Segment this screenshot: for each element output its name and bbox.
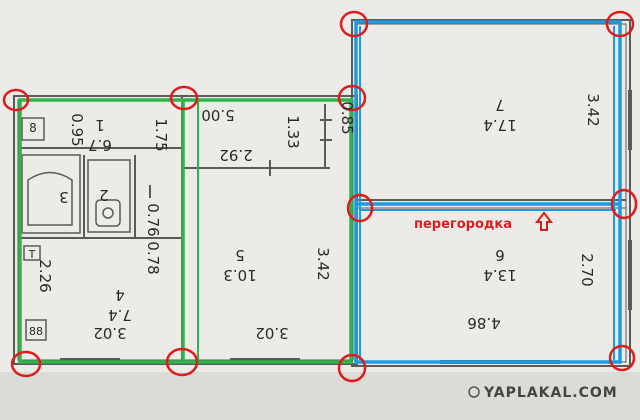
red-markers — [2, 10, 638, 383]
dim-3-02-left: 3.02 — [93, 324, 126, 342]
partition-label: перегородка — [414, 217, 512, 232]
dim-2-70: 2.70 — [578, 253, 596, 286]
room-labels: 1 6.7 2 3 4 7.4 5 10.3 6 13.4 7 17.4 — [59, 96, 516, 324]
room-4-area: 7.4 — [108, 306, 132, 324]
marker-bottom-left — [10, 350, 42, 378]
marker-bottom-mid — [165, 347, 199, 377]
room-5-area: 10.3 — [223, 266, 256, 284]
dim-0-78: 0.78 — [144, 241, 162, 274]
watermark-text: YAPLAKAL.COM — [483, 385, 618, 401]
green-outline — [18, 98, 353, 364]
watermark: YAPLAKAL.COM — [468, 385, 618, 401]
dim-0-95: 0.95 — [68, 113, 86, 146]
marker-bottom-green-right — [337, 353, 367, 383]
up-arrow-icon — [534, 211, 554, 231]
dim-3-02-middle: 3.02 — [255, 324, 288, 342]
dim-1-33: 1.33 — [284, 115, 302, 148]
watermark-logo-icon — [468, 386, 480, 398]
dimension-labels: 0.95 1.75 5.00 1.33 0.85 2.92 0.76 0.78 … — [28, 93, 602, 342]
small-label-t: T — [28, 248, 36, 261]
marker-top-left — [2, 88, 30, 112]
dim-1-75: 1.75 — [152, 118, 170, 151]
dim-3-42-middle: 3.42 — [314, 247, 332, 280]
room-6-area: 13.4 — [483, 266, 516, 284]
marker-top-mid — [169, 85, 199, 111]
marker-mid-left — [346, 193, 374, 223]
room-1-area: 6.7 — [88, 136, 112, 154]
room-1-number: 1 — [95, 116, 105, 134]
room-7-number: 7 — [495, 96, 505, 114]
dim-0-85: 0.85 — [338, 101, 356, 134]
room-6-number: 6 — [495, 246, 505, 264]
dim-3-42-top: 3.42 — [584, 93, 602, 126]
watermark-band — [0, 372, 640, 420]
small-label-88: 88 — [29, 325, 43, 338]
marker-top-blue-right — [605, 10, 635, 38]
room-7-area: 17.4 — [483, 116, 516, 134]
dim-0-76: 0.76 — [144, 203, 162, 236]
dim-2-26: 2.26 — [36, 259, 54, 292]
marker-top-green-right — [337, 84, 367, 112]
room-4-number: 4 — [115, 286, 125, 304]
fixtures — [21, 117, 121, 341]
room-2-number: 2 — [99, 186, 109, 204]
dim-4-86: 4.86 — [467, 314, 500, 332]
marker-top-blue-left — [339, 10, 369, 38]
small-label-8: 8 — [29, 121, 37, 135]
room-5-number: 5 — [235, 246, 245, 264]
dim-2-92: 2.92 — [219, 146, 252, 164]
marker-bottom-blue-right — [608, 344, 636, 372]
marker-mid-right — [610, 188, 638, 220]
dim-5-00: 5.00 — [201, 106, 234, 124]
room-3-number: 3 — [59, 188, 69, 206]
